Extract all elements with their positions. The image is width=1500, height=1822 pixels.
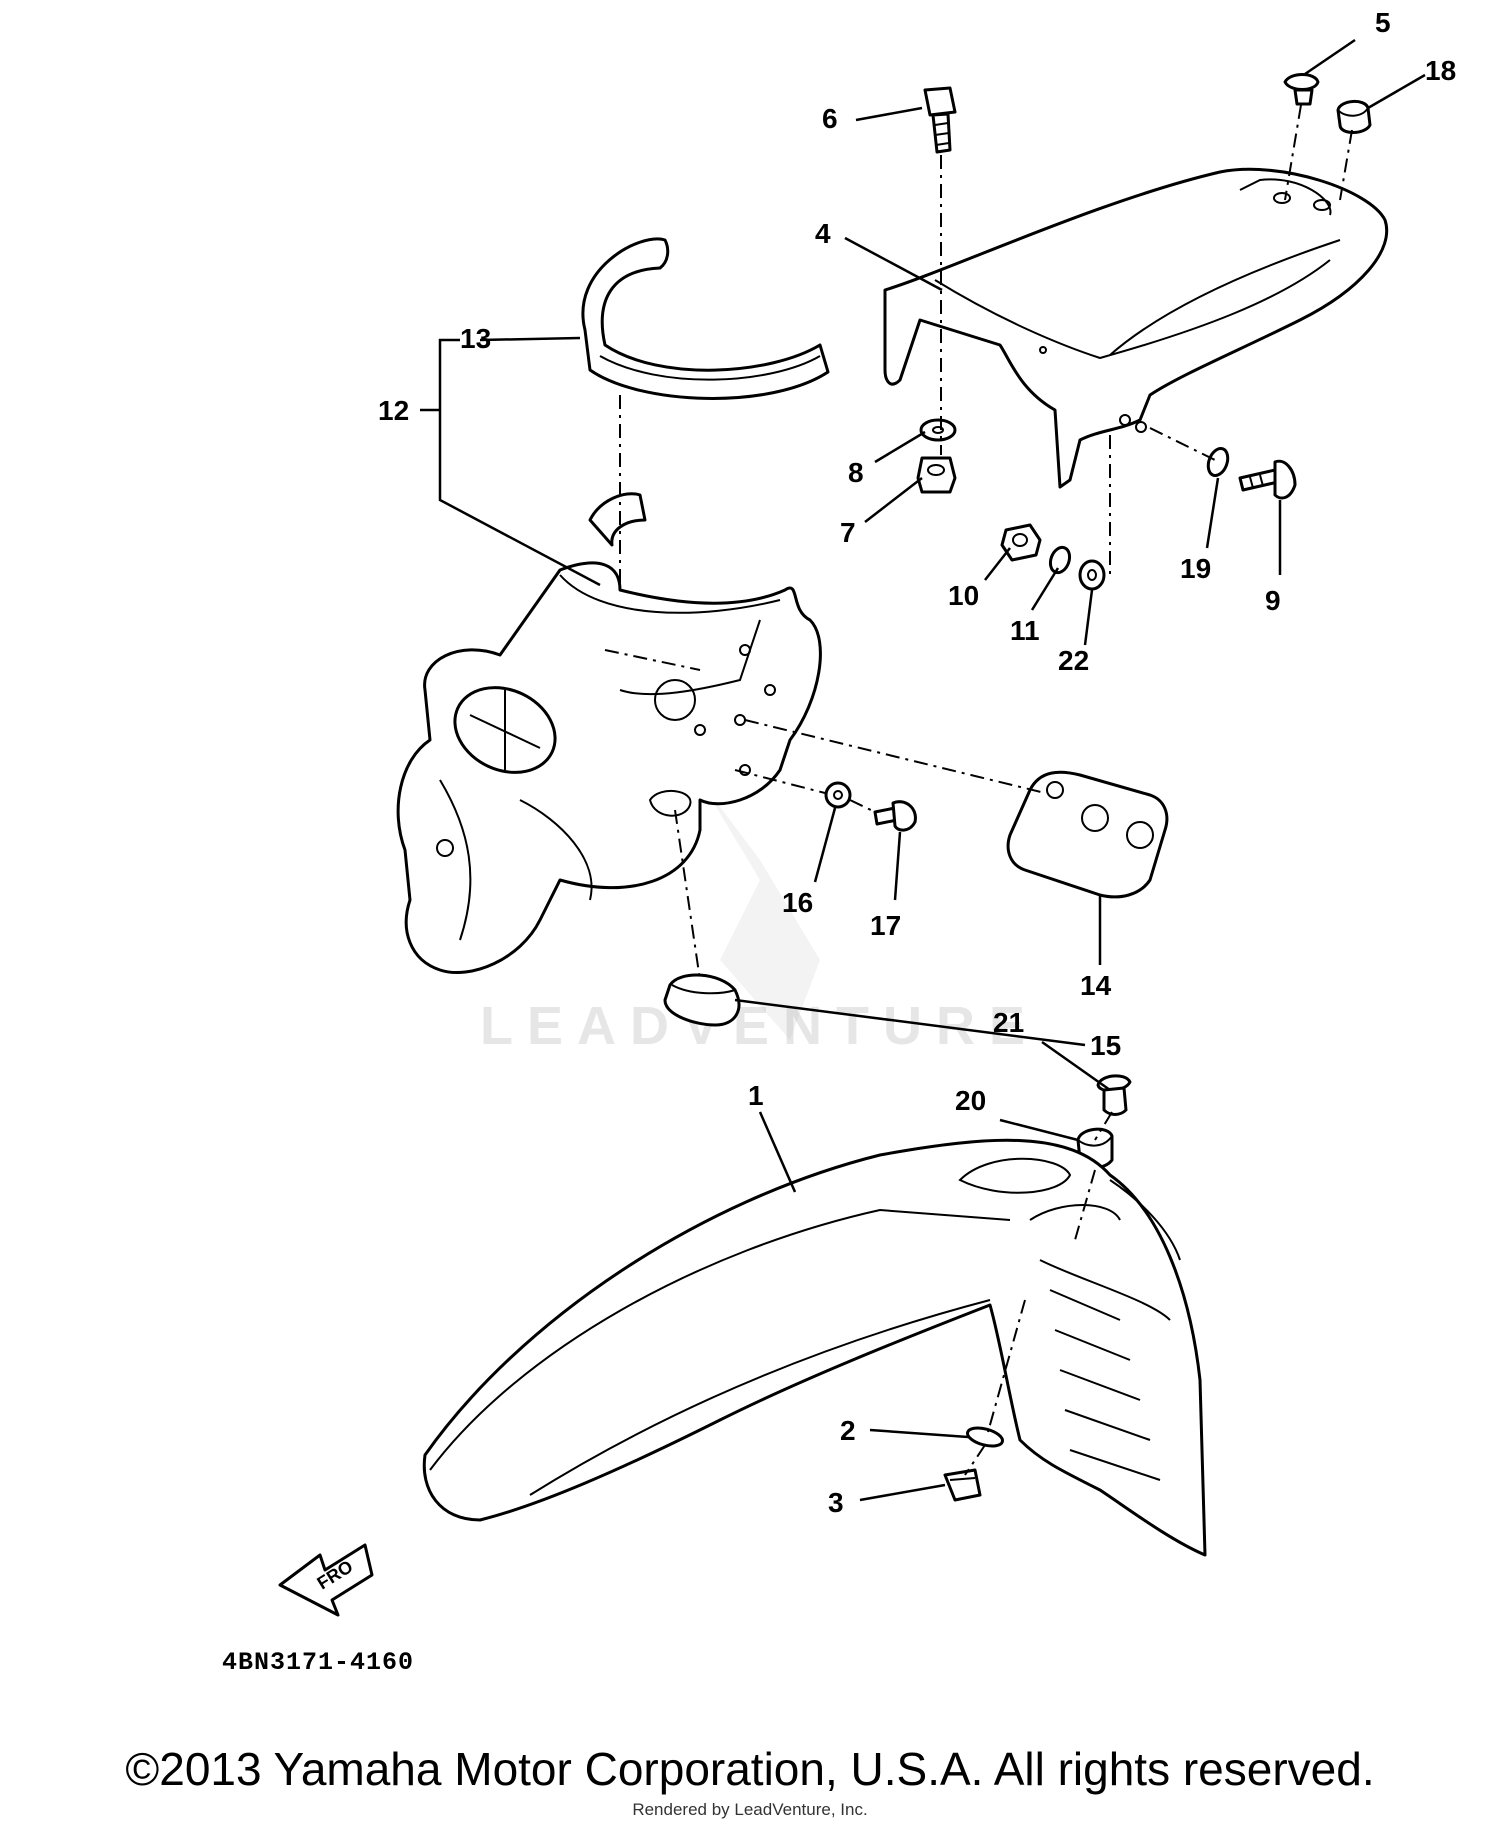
diagram-code: 4BN3171-4160 bbox=[222, 1648, 415, 1677]
callout-4: 4 bbox=[815, 218, 831, 249]
rendered-by-notice: Rendered by LeadVenture, Inc. bbox=[632, 1800, 868, 1819]
part-21-bolt bbox=[1096, 1074, 1132, 1116]
part-4-bracket bbox=[883, 167, 1389, 489]
callout-5: 5 bbox=[1375, 7, 1391, 38]
callout-3: 3 bbox=[828, 1487, 844, 1518]
callout-2: 2 bbox=[840, 1415, 856, 1446]
watermark-logo bbox=[700, 780, 820, 1040]
part-10-nut bbox=[1000, 523, 1042, 562]
part-14-plate bbox=[1006, 770, 1169, 899]
copyright-notice: ©2013 Yamaha Motor Corporation, U.S.A. A… bbox=[125, 1743, 1375, 1795]
part-17-bolt bbox=[873, 800, 917, 832]
part-3-bolt bbox=[943, 1468, 982, 1502]
part-12-headlight-housing bbox=[396, 492, 822, 975]
callout-10: 10 bbox=[948, 580, 979, 611]
part-11-washer bbox=[1048, 545, 1072, 575]
callout-8: 8 bbox=[848, 457, 864, 488]
part-16-washer bbox=[824, 781, 852, 809]
part-1-front-fender bbox=[422, 1138, 1207, 1557]
assembly-lines bbox=[604, 104, 1353, 1476]
part-6-bolt bbox=[923, 86, 957, 154]
callout-20: 20 bbox=[955, 1085, 986, 1116]
callout-7: 7 bbox=[840, 517, 856, 548]
callout-labels: 6 5 18 4 13 12 8 7 10 11 22 19 9 16 17 1… bbox=[378, 7, 1456, 1518]
callout-22: 22 bbox=[1058, 645, 1089, 676]
callout-6: 6 bbox=[822, 103, 838, 134]
front-direction-arrow-icon: FRO bbox=[278, 1543, 374, 1617]
callout-13: 13 bbox=[460, 323, 491, 354]
part-19-washer bbox=[1206, 446, 1230, 478]
callout-19: 19 bbox=[1180, 553, 1211, 584]
callout-18: 18 bbox=[1425, 55, 1456, 86]
part-22-washer bbox=[1078, 559, 1106, 591]
part-18-nut bbox=[1336, 100, 1372, 134]
part-13-clamp bbox=[581, 237, 830, 400]
callout-12: 12 bbox=[378, 395, 409, 426]
part-9-bolt bbox=[1238, 459, 1297, 500]
callout-21: 21 bbox=[993, 1007, 1024, 1038]
part-15-grommet bbox=[663, 973, 741, 1027]
part-7-nut bbox=[916, 456, 957, 494]
callout-15: 15 bbox=[1090, 1030, 1121, 1061]
callout-16: 16 bbox=[782, 887, 813, 918]
part-8-washer bbox=[919, 418, 957, 442]
callout-14: 14 bbox=[1080, 970, 1112, 1001]
callout-11: 11 bbox=[1010, 615, 1040, 646]
callout-9: 9 bbox=[1265, 585, 1281, 616]
part-5-bolt bbox=[1283, 73, 1320, 106]
leader-lines bbox=[420, 38, 1426, 1502]
callout-1: 1 bbox=[748, 1080, 764, 1111]
callout-17: 17 bbox=[870, 910, 901, 941]
part-2-washer bbox=[965, 1426, 1005, 1448]
